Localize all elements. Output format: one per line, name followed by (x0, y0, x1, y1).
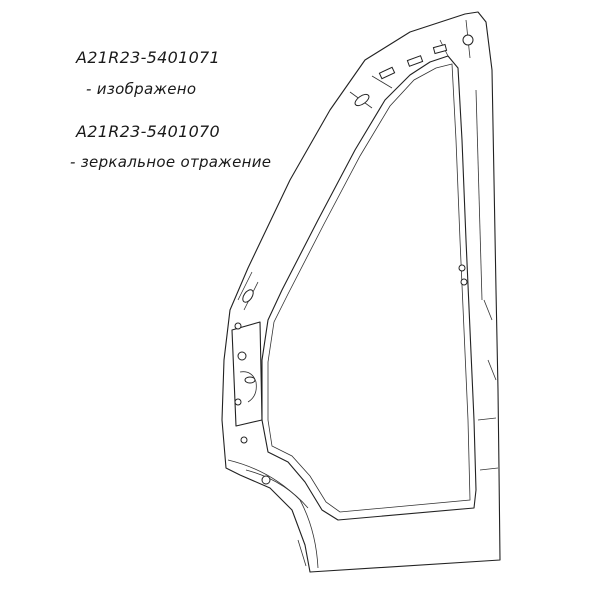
lower-sill-details (227, 459, 319, 569)
a-pillar-details (231, 271, 263, 444)
part-note-shown: - изображено (86, 80, 197, 98)
door-opening-outline (261, 55, 477, 521)
roof-rail-details (349, 19, 474, 109)
part-number-right: A21R23-5401070 (76, 122, 221, 141)
part-note-mirrored: - зеркальное отражение (70, 153, 272, 171)
part-number-left: A21R23-5401071 (76, 48, 221, 67)
outer-frame-outline (221, 11, 501, 573)
rear-pillar-details (458, 89, 499, 471)
